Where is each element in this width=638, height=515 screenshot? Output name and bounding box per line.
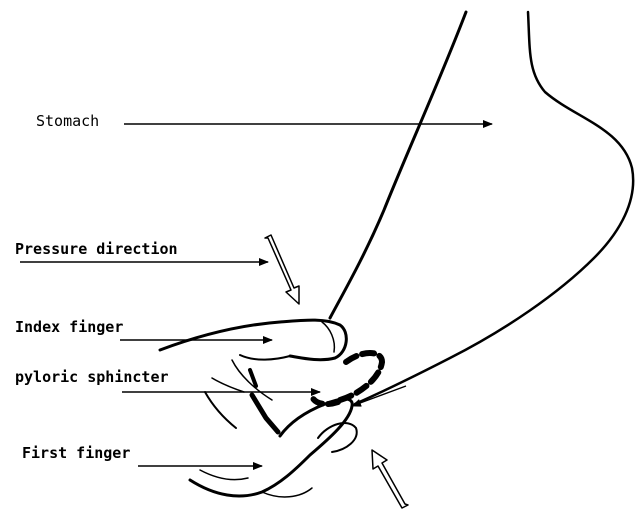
stomach-outline <box>330 12 633 404</box>
label-stomach: Stomach <box>36 114 99 129</box>
label-first-finger: First finger <box>22 446 130 461</box>
pressure-arrow-bottom <box>372 450 408 508</box>
pressure-arrow-top <box>265 235 299 304</box>
label-pyloric-sphincter: pyloric sphincter <box>15 370 169 385</box>
label-index-finger: Index finger <box>15 320 123 335</box>
leader-lines <box>20 124 492 466</box>
label-pressure-direction: Pressure direction <box>15 242 178 257</box>
